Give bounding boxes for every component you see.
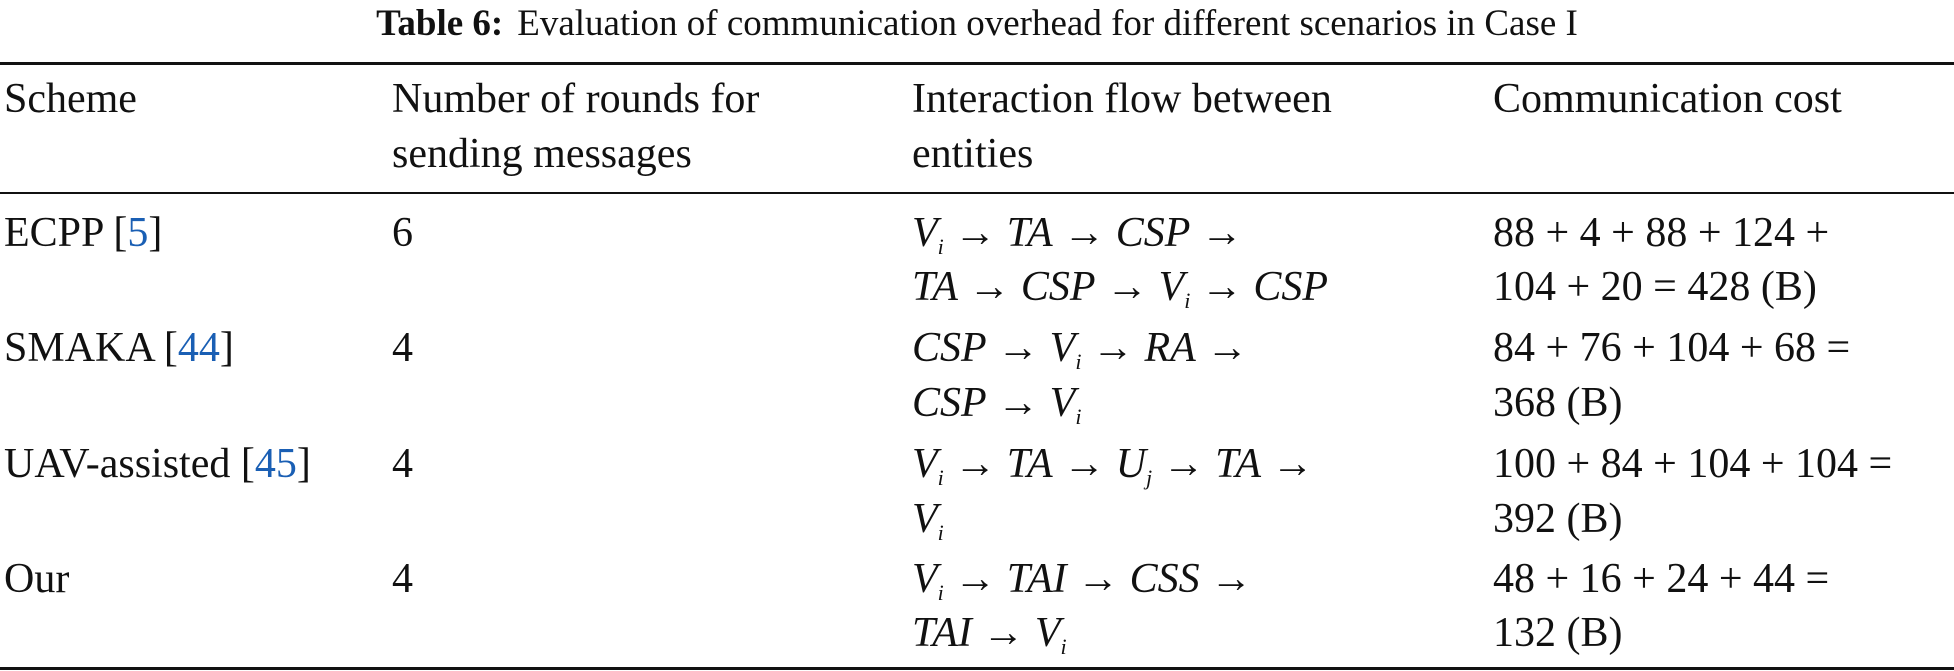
cost-line1: 48 + 16 + 24 + 44 = <box>1493 556 1830 602</box>
flow-line1: Vi → TA → CSP → <box>912 210 1243 259</box>
reference-link[interactable]: 45 <box>254 441 297 487</box>
cost-line2: 392 (B) <box>1493 496 1623 542</box>
flow-line1: Vi → TA → Uj → TA → <box>912 441 1314 490</box>
flow-line2: TA → CSP → Vi → CSP <box>912 264 1329 313</box>
caption-label: Table 6: <box>376 3 504 44</box>
rounds-value: 4 <box>392 325 413 371</box>
top-rule <box>0 62 1954 65</box>
flow-line2: Vi <box>912 496 944 545</box>
header-rounds-line1: Number of rounds for <box>392 76 760 122</box>
cost-line2: 132 (B) <box>1493 610 1623 656</box>
bracket-close: ] <box>148 210 163 256</box>
table-row-scheme: SMAKA [44] <box>4 322 234 374</box>
scheme-name: Our <box>4 556 70 602</box>
cost-line1: 100 + 84 + 104 + 104 = <box>1493 441 1893 487</box>
rounds-value: 6 <box>392 210 413 256</box>
caption-text: Evaluation of communication overhead for… <box>517 3 1578 44</box>
header-flow-line1: Interaction flow between <box>912 76 1332 122</box>
bracket-close: ] <box>296 441 311 487</box>
scheme-name: ECPP [ <box>4 210 128 256</box>
scheme-name: UAV-assisted [ <box>4 441 255 487</box>
reference-link[interactable]: 44 <box>177 325 220 371</box>
header-cost: Communication cost <box>1493 76 1842 122</box>
bracket-close: ] <box>219 325 234 371</box>
table-row-scheme: ECPP [5] <box>4 207 162 259</box>
flow-line2: TAI → Vi <box>912 610 1067 659</box>
table-row-scheme: Our <box>4 553 69 605</box>
bottom-rule <box>0 667 1954 670</box>
cost-line1: 88 + 4 + 88 + 124 + <box>1493 210 1830 256</box>
table-caption: Table 6: Evaluation of communication over… <box>0 2 1954 46</box>
cost-line2: 368 (B) <box>1493 380 1623 426</box>
flow-line2: CSP → Vi <box>912 380 1082 429</box>
table-row-scheme: UAV-assisted [45] <box>4 438 311 490</box>
scheme-name: SMAKA [ <box>4 325 178 371</box>
cost-line1: 84 + 76 + 104 + 68 = <box>1493 325 1851 371</box>
reference-link[interactable]: 5 <box>127 210 149 256</box>
header-rounds-line2: sending messages <box>392 131 692 177</box>
flow-line1: CSP → Vi → RA → <box>912 325 1249 374</box>
cost-line2: 104 + 20 = 428 (B) <box>1493 264 1817 310</box>
rounds-value: 4 <box>392 441 413 487</box>
header-scheme: Scheme <box>4 76 137 122</box>
header-flow-line2: entities <box>912 131 1034 177</box>
flow-line1: Vi → TAI → CSS → <box>912 556 1253 605</box>
header-rule <box>0 192 1954 194</box>
rounds-value: 4 <box>392 556 413 602</box>
